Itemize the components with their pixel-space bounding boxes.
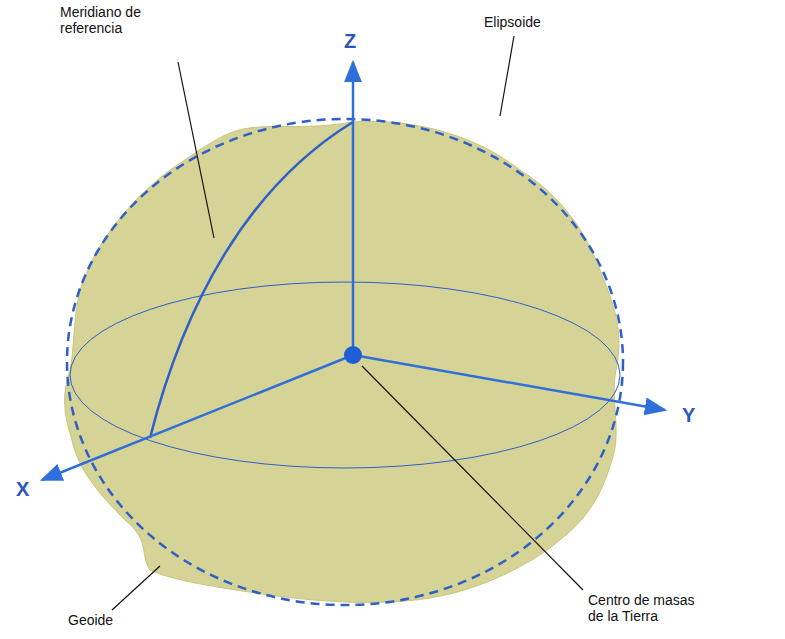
leader-line [112,566,160,610]
ellipsoid-outline [67,119,623,605]
leader-line [178,62,214,238]
leader-line [362,366,583,590]
part-label: Meridiano de referencia [60,4,170,36]
geoid-shape [65,121,619,602]
axis-label: Y [682,404,712,426]
axis-label: X [16,478,46,500]
part-label: Geoide [68,612,168,628]
x-axis [42,355,353,480]
axis-label: Z [344,30,374,52]
part-label: Centro de masas de la Tierra [588,592,708,624]
part-label: Elipsoide [484,14,584,30]
equator [70,282,620,468]
y-axis [353,355,665,410]
z-axis [352,62,355,355]
center-of-mass [344,346,362,364]
leader-line [500,36,514,116]
reference-meridian [150,122,353,438]
